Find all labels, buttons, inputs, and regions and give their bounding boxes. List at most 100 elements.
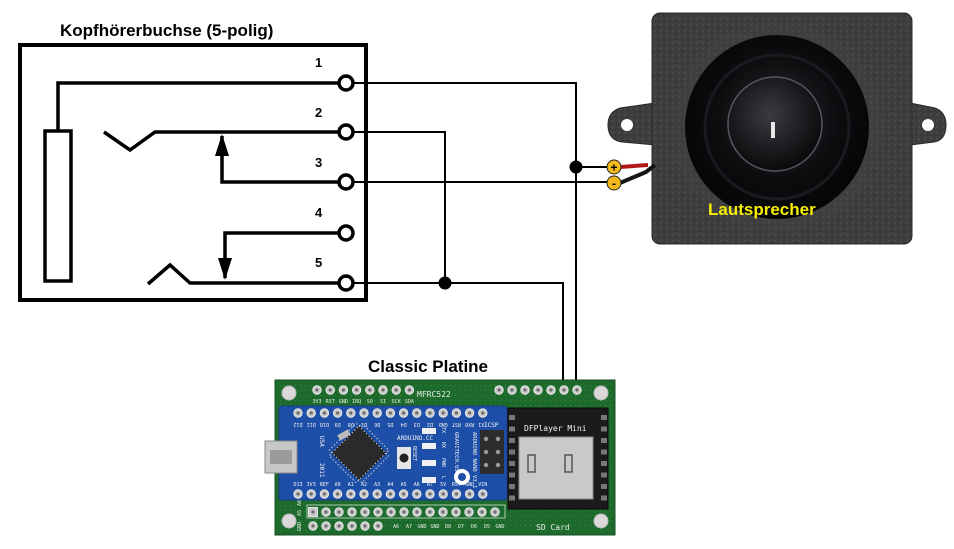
- icsp-label: ICSP: [484, 422, 499, 429]
- mount-hole-left-icon: [621, 119, 633, 131]
- mfrc522-pin-label: SDA: [405, 399, 414, 405]
- bottom-header-pin-hole: [324, 510, 328, 514]
- nano-bottom-pin-hole: [375, 492, 379, 496]
- sd-slot-latch: [527, 454, 536, 473]
- nano-top-pin-label: RX0: [465, 421, 474, 427]
- nano-bottom-pin-label: A4: [387, 482, 393, 488]
- jack-internal-line-4: [223, 231, 345, 278]
- nano-top-pin-label: GND: [439, 421, 448, 427]
- nano-top-pin-hole: [309, 411, 313, 415]
- nano-top-pin-label: D3: [414, 421, 420, 427]
- bottom-header-label: D8: [445, 524, 451, 530]
- junction-dot: [569, 160, 583, 174]
- bottom-header-label: D7: [458, 524, 464, 530]
- usa-label: USA: [318, 436, 325, 447]
- crystal: [337, 429, 351, 441]
- nano-bottom-pin-hole: [336, 492, 340, 496]
- nano-top-pin-hole: [415, 411, 419, 415]
- bottom-header-pin-hole: [363, 524, 367, 528]
- bottom-header-pin-hole: [376, 524, 380, 528]
- bottom-header-pin-hole: [389, 510, 393, 514]
- icsp-pin: [483, 462, 489, 468]
- speaker: Lautsprecher + -: [606, 12, 947, 245]
- minus-icon: -: [612, 177, 616, 191]
- jack-internal-line-5: [146, 262, 345, 286]
- nano-top-pin-hole: [296, 411, 300, 415]
- jack-title: Kopfhörerbuchse (5-polig): [60, 21, 273, 40]
- wires: [353, 82, 607, 395]
- mfrc522-pin-hole: [328, 388, 332, 392]
- header-side-label-gnd: GND: [297, 522, 303, 531]
- nano-bottom-pin-hole: [349, 492, 353, 496]
- pin-terminal-1: [337, 74, 355, 92]
- nano-top-pin-hole: [336, 411, 340, 415]
- mount-hole-right-icon: [922, 119, 934, 131]
- mfrc522-pin-label: SI: [380, 399, 386, 405]
- header-side-label-a5: A5: [297, 510, 303, 516]
- pin-terminal-5: [337, 274, 355, 292]
- nano-bottom-pin-label: A6: [414, 482, 420, 488]
- junction-dot: [438, 276, 452, 290]
- sd-card-slot: [518, 436, 594, 500]
- dfplayer-top-pin-hole: [536, 388, 540, 392]
- nano-bottom-pin-label: A3: [374, 482, 380, 488]
- dfplayer-pin: [509, 495, 515, 501]
- dfplayer-pin: [509, 449, 515, 455]
- bottom-header-pin-hole: [467, 510, 471, 514]
- mfrc522-pin-label: 3V3: [312, 399, 321, 405]
- bottom-header-outline: [306, 504, 506, 519]
- nano-top-pin-label: D4: [401, 421, 407, 427]
- arrow-up-icon: [215, 134, 229, 156]
- header-side-label-a0: A0: [297, 500, 303, 506]
- maker-label: GRAVITECH.US: [453, 432, 459, 472]
- nano-bottom-pin-label: A5: [401, 482, 407, 488]
- nano-bottom-pin-hole: [402, 492, 406, 496]
- dfplayer-side-pins: [509, 415, 607, 501]
- nano-top-pin-label: D7: [361, 421, 367, 427]
- pin-number-4: 4: [315, 205, 323, 220]
- nano-top-pin-label: D6: [374, 421, 380, 427]
- atmega-chip: [328, 422, 390, 484]
- dfplayer-pin: [509, 484, 515, 489]
- rx-label: RX: [440, 442, 446, 448]
- dfplayer-top-pin-hole: [575, 388, 579, 392]
- tx-label: TX: [440, 427, 446, 433]
- nano-top-pin-hole: [481, 411, 485, 415]
- nano-bottom-pin-hole: [296, 492, 300, 496]
- speaker-ring: [703, 53, 851, 201]
- nano-top-pin-hole: [441, 411, 445, 415]
- dfplayer-pin: [601, 438, 607, 443]
- mfrc522-pin-label: SO: [367, 399, 373, 405]
- bottom-header-pin-hole: [350, 524, 354, 528]
- mfrc522-pin-hole: [315, 388, 319, 392]
- dfplayer-pin: [509, 415, 515, 420]
- bottom-header-row-1: [308, 507, 500, 517]
- led-pwr: [422, 460, 436, 466]
- led-l: [422, 477, 436, 483]
- jack-sleeve-contact: [43, 129, 73, 283]
- icsp-header: [480, 430, 504, 474]
- bottom-header-label: A6: [393, 524, 399, 530]
- dfplayer-top-pin-hole: [549, 388, 553, 392]
- dfplayer-pin: [509, 426, 515, 432]
- nano-bottom-pin-hole: [454, 492, 458, 496]
- nano-top-pin-hole: [454, 411, 458, 415]
- board-title: Classic Platine: [368, 357, 488, 376]
- dfplayer-top-pin-hole: [497, 388, 501, 392]
- icsp-pin: [483, 449, 489, 455]
- reset-button-cap[interactable]: [399, 453, 409, 463]
- nano-top-pin-label: TX1: [478, 421, 487, 427]
- pin-terminal-3: [337, 173, 355, 191]
- mount-hole-icon: [593, 385, 609, 401]
- nano-bottom-pin-hole: [428, 492, 432, 496]
- dfplayer-pin: [601, 415, 607, 420]
- jack-internal-line-2: [103, 130, 345, 153]
- dfplayer-pin: [509, 472, 515, 478]
- mfrc522-pin-hole: [381, 388, 385, 392]
- mfrc522-pin-label: RST: [326, 399, 335, 405]
- nano-top-pin-label: D5: [387, 421, 393, 427]
